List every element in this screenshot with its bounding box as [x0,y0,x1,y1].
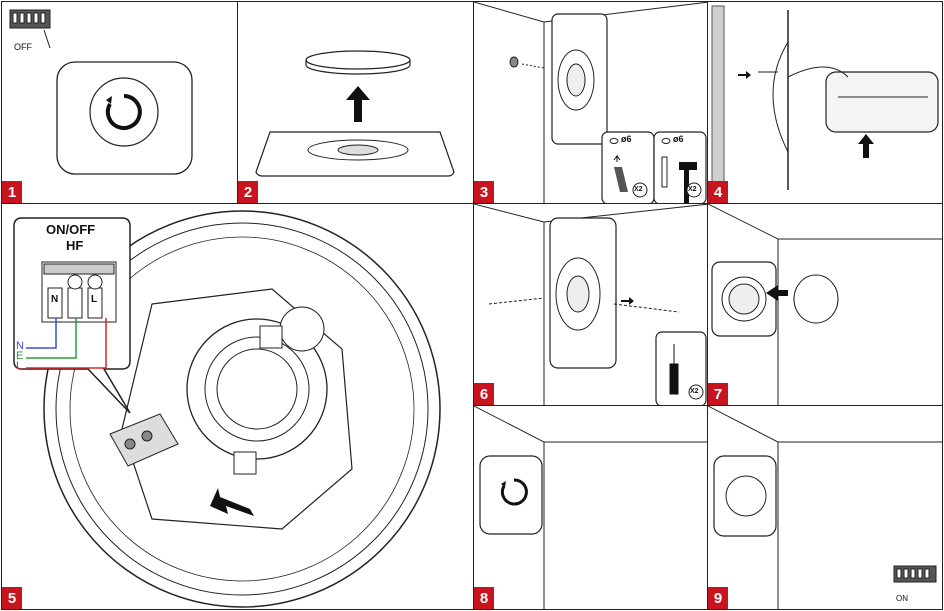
terminal-n-label: N [51,294,59,305]
detail-zoom-box [825,71,939,133]
wire-n-label: N [16,340,24,352]
up-arrow-icon [346,86,370,122]
wire-e-label: E [16,350,24,362]
drill-diameter-label: ø6 [621,134,632,144]
step-7-illustration [708,204,942,405]
hammer-count-label: X2 [688,186,697,193]
terminal-l-label: L [91,294,98,305]
step-number-badge: 8 [474,587,494,609]
drill-count-label: X2 [634,186,643,193]
step-number-badge: 3 [474,181,494,203]
lamp-cover [793,274,839,324]
step-1-panel: OFF 1 [1,1,238,204]
step-5-panel: ON/OFF HF N L N E L 5 [1,203,474,610]
step-number-badge: 4 [708,181,728,203]
step-3-panel: ø6 ø6 X2 X2 3 [473,1,708,204]
power-state-on-label: ON [896,594,908,603]
step-2-panel: 2 [237,1,474,204]
circular-arrow-icon [105,94,142,130]
step-3-illustration [474,2,707,203]
circular-arrow-icon [500,478,528,506]
wire-l-label: L [16,360,23,372]
step-2-illustration [255,50,455,177]
wire-l [26,318,107,369]
switch-label-line1: ON/OFF [46,222,96,237]
drill-icon [614,167,628,192]
step-number-badge: 2 [238,181,258,203]
step-number-badge: 6 [474,383,494,405]
step-9-illustration [708,406,942,609]
up-arrow-icon [858,134,874,158]
step-number-badge: 7 [708,383,728,405]
circuit-breaker-icon [893,565,937,583]
power-state-off-label: OFF [14,42,32,52]
left-arrow-icon [766,285,788,301]
ceiling-texture [711,5,725,203]
screw-count-label: X2 [690,388,699,395]
arrow-icon [210,488,254,516]
step-9-panel: ON 9 [707,405,943,610]
step-7-panel: 7 [707,203,943,406]
screwdriver-icon [669,344,679,395]
step-number-badge: 9 [708,587,728,609]
step-4-illustration [711,5,939,203]
hammer-icon [679,162,697,203]
step-6-panel: X2 6 [473,203,708,406]
circuit-breaker-icon [9,9,51,49]
wire-e [26,318,77,359]
wire-n [26,318,57,349]
step-1-illustration [9,9,193,175]
step-4-panel: 4 [707,1,943,204]
ceiling-lamp [479,455,543,535]
lamp-cover [305,50,411,70]
switch-label-line2: HF [66,238,84,253]
screw-diameter-label: ø6 [673,134,684,144]
step-8-panel: 8 [473,405,708,610]
step-6-illustration [474,204,707,405]
step-number-badge: 1 [2,181,22,203]
step-8-illustration [474,406,707,609]
step-number-badge: 5 [2,587,22,609]
step-5-illustration [13,210,441,608]
